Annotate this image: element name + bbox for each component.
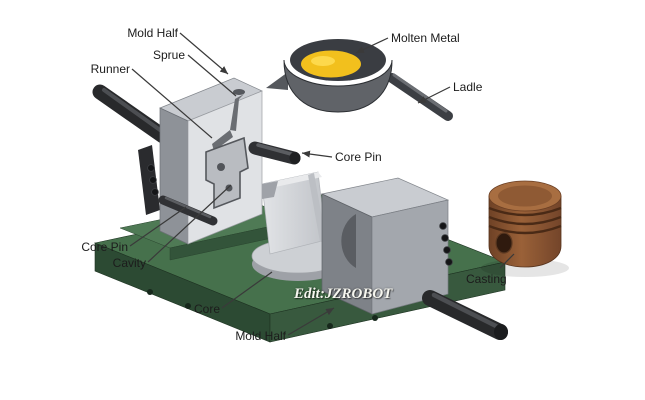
leader-sprue	[187, 54, 237, 97]
leader-runner	[131, 68, 213, 139]
ladle-spout	[266, 72, 288, 90]
core-pin-lower-part	[158, 195, 218, 226]
leader-casting	[499, 253, 515, 269]
leader-mold-half-bottom	[287, 307, 335, 336]
leader-mold-half-top	[179, 32, 229, 75]
watermark-text: Edit:JZROBOT	[294, 286, 393, 302]
label-sprue: Sprue	[152, 48, 185, 62]
label-core: Core	[193, 302, 220, 316]
guide-rail-right	[422, 290, 508, 340]
leader-core	[221, 271, 273, 309]
cavity-profile	[205, 136, 249, 210]
casting-part	[481, 180, 569, 277]
leader-core-pin-upper	[301, 150, 333, 158]
label-molten-metal: Molten Metal	[391, 31, 460, 45]
ladle-bowl	[283, 59, 393, 113]
leader-lines	[129, 32, 515, 336]
clamp-bracket-left	[138, 145, 160, 215]
runner-channel	[212, 130, 233, 151]
label-mold-half-top: Mold Half	[127, 26, 178, 40]
ladle-handle	[387, 73, 453, 121]
leader-molten-metal	[355, 37, 389, 54]
label-runner: Runner	[90, 62, 130, 76]
label-ladle: Ladle	[453, 80, 483, 94]
label-mold-half-bottom: Mold Half	[235, 329, 286, 343]
leader-cavity	[147, 184, 232, 263]
guide-rail-left	[92, 84, 171, 144]
label-casting: Casting	[466, 272, 507, 286]
leader-core-pin-lower	[129, 206, 187, 247]
label-core-pin-upper: Core Pin	[335, 150, 382, 164]
core-pin-upper-part	[248, 141, 301, 165]
leader-ladle	[417, 86, 451, 104]
label-cavity: Cavity	[112, 256, 146, 270]
mold-half-right	[320, 177, 453, 315]
core-part	[251, 171, 345, 281]
sprue-channel	[230, 94, 244, 131]
mold-cavity-notch	[341, 214, 356, 268]
label-core-pin-lower: Core Pin	[81, 240, 128, 254]
ladle-part	[266, 39, 453, 121]
